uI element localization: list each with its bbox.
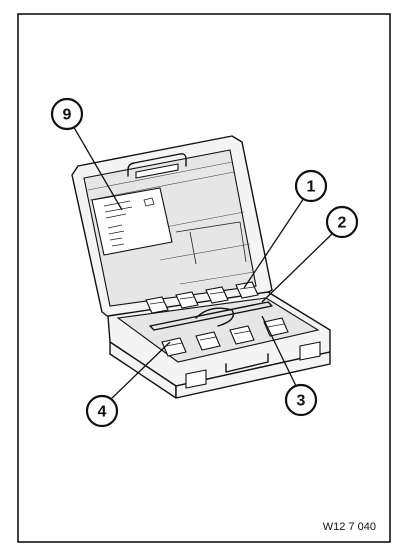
svg-text:2: 2 <box>338 215 347 232</box>
leader-9 <box>71 123 123 211</box>
svg-text:1: 1 <box>307 179 316 196</box>
tool-case-illustration <box>71 135 331 399</box>
callout-9: 9 <box>50 97 84 131</box>
leader-1 <box>243 197 305 289</box>
figure-border <box>17 13 391 543</box>
callout-1: 1 <box>294 169 328 203</box>
callout-2: 2 <box>325 205 359 239</box>
svg-text:9: 9 <box>63 107 72 124</box>
callout-3: 3 <box>284 383 318 417</box>
leader-2 <box>261 232 334 303</box>
svg-text:4: 4 <box>98 404 107 421</box>
callout-4: 4 <box>85 394 119 428</box>
svg-text:3: 3 <box>297 393 306 410</box>
tool-bar <box>149 301 273 331</box>
leader-3 <box>261 315 299 391</box>
leader-4 <box>109 341 171 401</box>
figure-reference-code: W12 7 040 <box>323 521 376 533</box>
